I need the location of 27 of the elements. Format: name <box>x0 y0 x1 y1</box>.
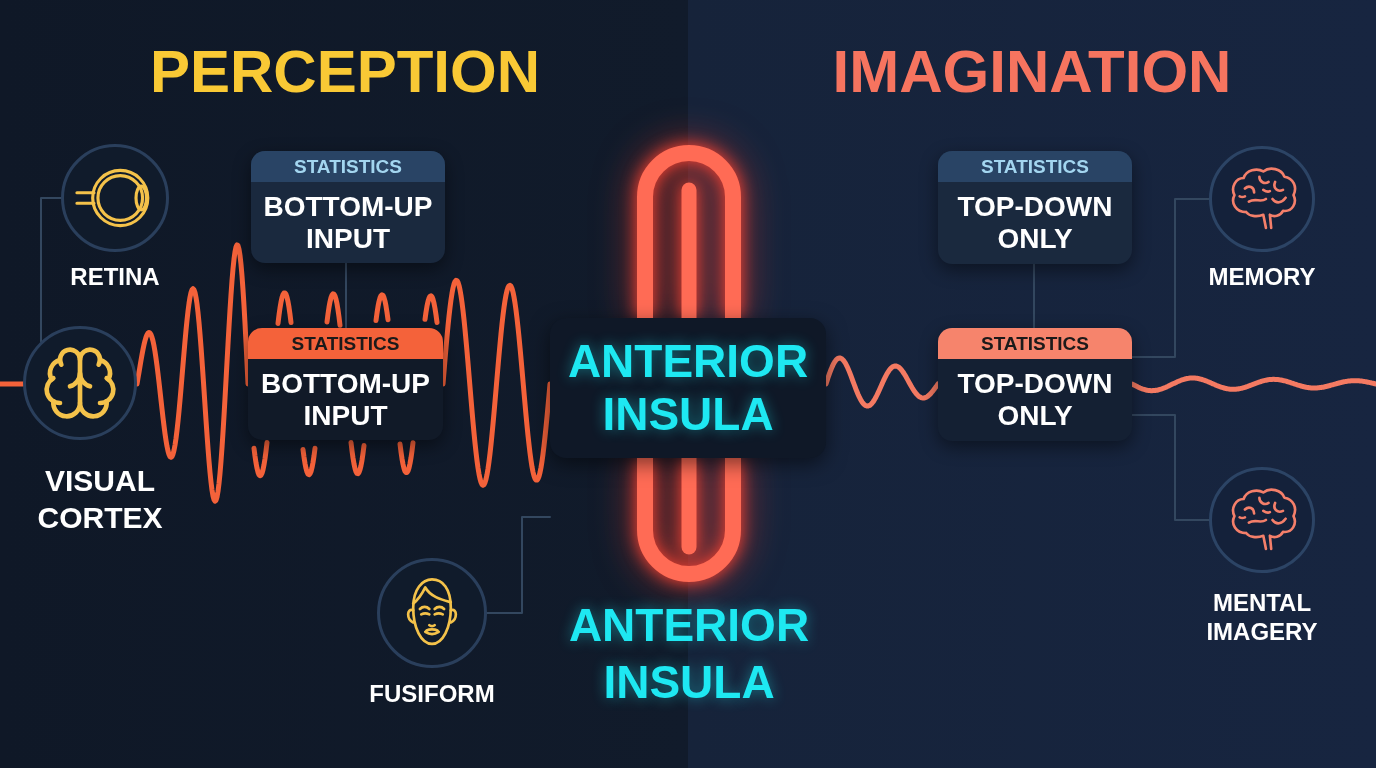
caption-label: MEMORY <box>1208 262 1316 291</box>
section-heading: IMAGINATION <box>832 37 1232 107</box>
caption-label: VISUAL CORTEX <box>36 463 164 536</box>
caption-label: RETINA <box>70 262 160 291</box>
connector-line <box>1131 414 1210 521</box>
header-band: STATISTICS <box>938 151 1132 182</box>
region-title: ANTERIOR INSULA <box>566 335 810 441</box>
connector-line <box>486 516 551 614</box>
caption-label: MENTAL IMAGERY <box>1205 588 1319 646</box>
card-text: BOTTOM-UP INPUT <box>260 367 431 432</box>
statistics-card <box>248 328 443 440</box>
card-text: TOP-DOWN ONLY <box>956 368 1114 432</box>
caption-label: FUSIFORM <box>369 679 495 708</box>
statistics-card <box>251 151 445 263</box>
statistics-card <box>938 328 1132 441</box>
header-band: STATISTICS <box>938 328 1132 359</box>
card-text: TOP-DOWN ONLY <box>956 191 1114 255</box>
header-band: STATISTICS <box>248 328 443 359</box>
connector-line <box>1033 263 1035 329</box>
header-band: STATISTICS <box>251 151 445 182</box>
card-text: BOTTOM-UP INPUT <box>262 190 434 255</box>
caption-label: ANTERIOR INSULA <box>567 598 811 710</box>
connector-line <box>345 262 347 329</box>
statistics-card <box>938 151 1132 264</box>
section-heading: PERCEPTION <box>149 37 541 107</box>
connector-line <box>40 197 62 343</box>
connector-line <box>1131 198 1210 358</box>
